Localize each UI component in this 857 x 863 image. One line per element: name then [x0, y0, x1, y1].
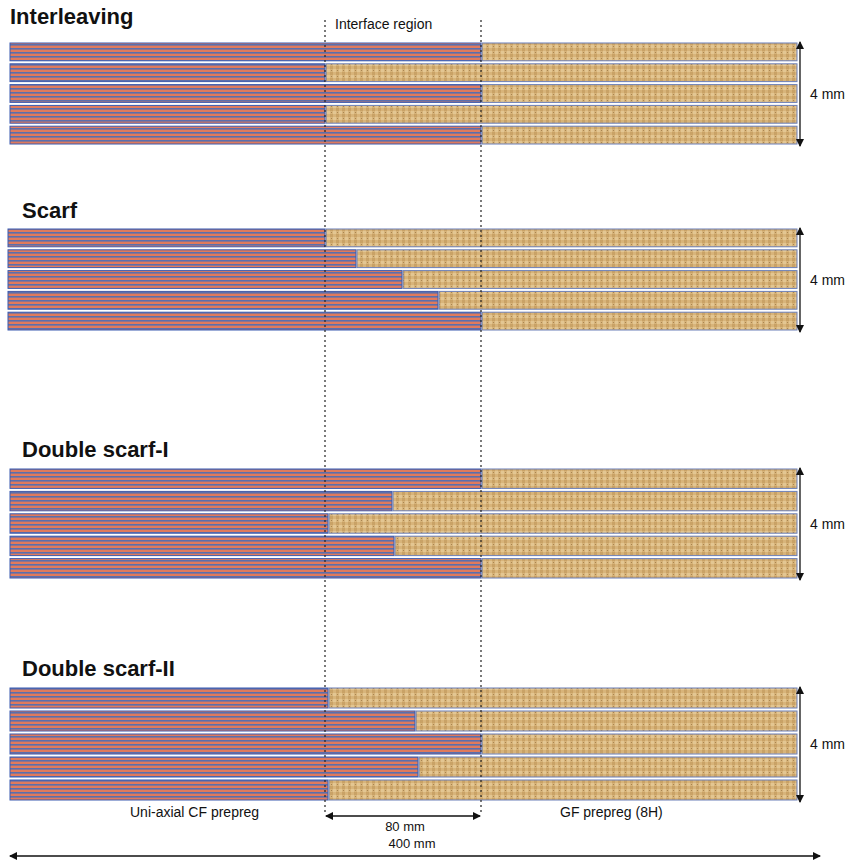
- dimension-label: 400 mm: [387, 837, 438, 852]
- cf-ply: [10, 536, 394, 555]
- gf-ply: [482, 43, 797, 61]
- cf-ply: [10, 491, 392, 510]
- gf-ply: [419, 757, 797, 777]
- cf-ply: [8, 291, 438, 309]
- panel-title: Double scarf-II: [22, 656, 175, 681]
- cf-ply: [10, 85, 481, 103]
- gf-ply: [482, 85, 797, 103]
- cf-ply: [10, 43, 481, 61]
- cf-ply: [10, 126, 481, 144]
- region-label: Interface region: [335, 16, 432, 32]
- panel-title: Double scarf-I: [22, 437, 169, 462]
- cf-ply: [8, 250, 356, 268]
- gf-ply: [416, 711, 797, 731]
- cf-ply: [10, 105, 325, 123]
- panel-title: Interleaving: [10, 4, 133, 29]
- gf-ply: [326, 105, 797, 123]
- gf-ply: [482, 734, 797, 754]
- panel-title: Scarf: [22, 198, 77, 223]
- gf-ply: [329, 688, 797, 708]
- gf-ply: [329, 514, 797, 533]
- gf-ply: [482, 126, 797, 144]
- gf-ply: [329, 780, 797, 800]
- cf-ply: [8, 271, 402, 289]
- cf-ply: [10, 757, 418, 777]
- dimension-label: 4 mm: [810, 86, 845, 102]
- gf-ply: [482, 312, 797, 330]
- cf-ply: [10, 688, 328, 708]
- dimension-arrows: [10, 42, 820, 856]
- gf-ply: [326, 64, 797, 82]
- gf-ply: [357, 250, 797, 268]
- gf-ply: [393, 491, 797, 510]
- material-label: Uni-axial CF prepreg: [130, 804, 259, 820]
- gf-ply: [439, 291, 797, 309]
- ply-layers: [8, 43, 797, 800]
- interface-lines: [325, 20, 481, 812]
- gf-ply: [326, 229, 797, 247]
- cf-ply: [10, 64, 325, 82]
- gf-ply: [482, 469, 797, 488]
- cf-ply: [10, 711, 415, 731]
- gf-ply: [482, 559, 797, 578]
- dimension-label: 4 mm: [810, 736, 845, 752]
- dimension-label: 4 mm: [810, 272, 845, 288]
- cf-ply: [10, 734, 481, 754]
- cf-ply: [10, 514, 328, 533]
- cf-ply: [10, 780, 328, 800]
- gf-ply: [403, 271, 797, 289]
- material-label: GF prepreg (8H): [560, 804, 663, 820]
- cf-ply: [10, 469, 481, 488]
- dimension-label: 80 mm: [383, 820, 427, 835]
- cf-ply: [8, 229, 325, 247]
- cf-ply: [8, 312, 481, 330]
- dimension-label: 4 mm: [810, 516, 845, 532]
- cf-ply: [10, 559, 481, 578]
- gf-ply: [395, 536, 797, 555]
